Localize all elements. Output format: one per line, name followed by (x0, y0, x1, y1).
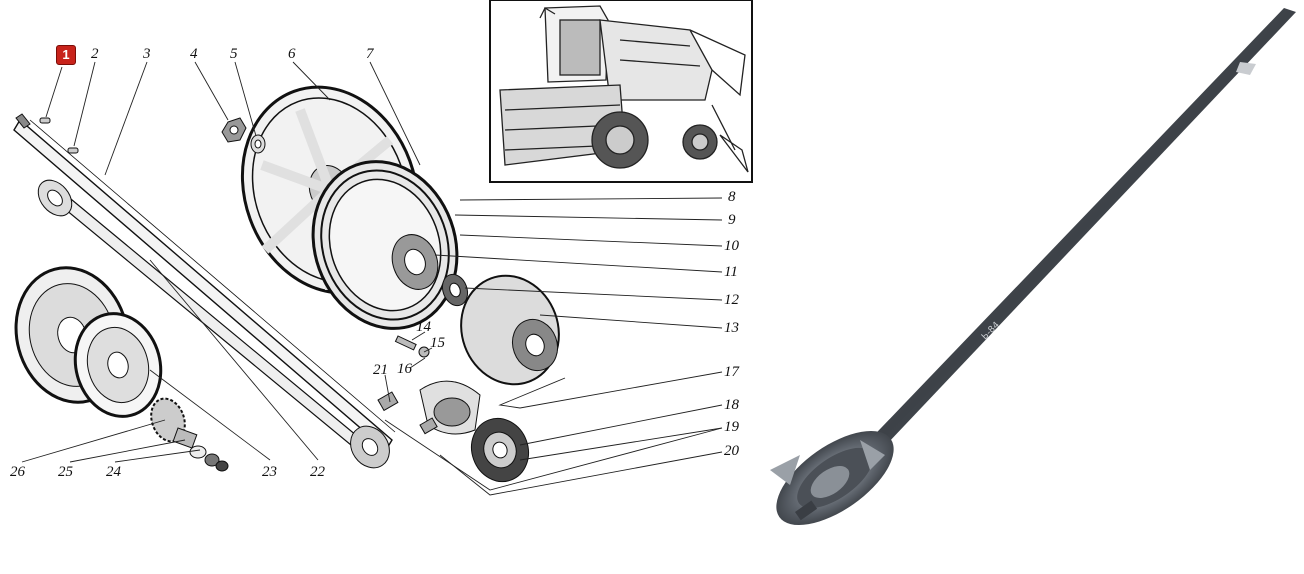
part-label-11: 11 (724, 264, 738, 280)
bearing (441, 273, 469, 307)
part-label-6: 6 (288, 46, 296, 62)
part-label-8: 8 (728, 189, 736, 205)
part-label-25: 25 (58, 464, 73, 480)
left-flange (37, 179, 73, 217)
part-label-26: 26 (10, 464, 25, 480)
part-label-13: 13 (724, 320, 739, 336)
variator-pulleys (14, 266, 163, 418)
bolt-and-nut (394, 335, 430, 358)
part-label-23: 23 (262, 464, 277, 480)
nut-and-washer (221, 117, 266, 154)
part-label-24: 24 (106, 464, 121, 480)
highlighted-part-badge[interactable]: 1 (56, 45, 76, 65)
part-label-3: 3 (143, 46, 151, 62)
part-label-2: 2 (91, 46, 99, 62)
part-label-14: 14 (416, 319, 431, 335)
part-label-17: 17 (724, 364, 739, 380)
keys (39, 117, 79, 154)
part-label-7: 7 (366, 46, 374, 62)
outer-bearing (471, 417, 529, 483)
part-label-18: 18 (724, 397, 739, 413)
part-label-15: 15 (430, 335, 445, 351)
part-label-5: 5 (230, 46, 238, 62)
part-label-9: 9 (728, 212, 736, 228)
part-label-19: 19 (724, 419, 739, 435)
part-label-21: 21 (373, 362, 388, 378)
combine-harvester-inset (489, 0, 753, 183)
part-label-10: 10 (724, 238, 739, 254)
shaft-photo: Ь-84 (770, 8, 1296, 525)
part-label-16: 16 (397, 361, 412, 377)
part-label-12: 12 (724, 292, 739, 308)
sprocket-assembly (150, 397, 229, 472)
end-flange (350, 391, 438, 469)
leader-lines (21, 61, 723, 496)
double-groove-pulley (311, 160, 459, 330)
part-label-4: 4 (190, 46, 198, 62)
part-label-20: 20 (724, 443, 739, 459)
housing-cap (419, 380, 481, 435)
part-label-22: 22 (310, 464, 325, 480)
bearing-housing (460, 274, 560, 386)
